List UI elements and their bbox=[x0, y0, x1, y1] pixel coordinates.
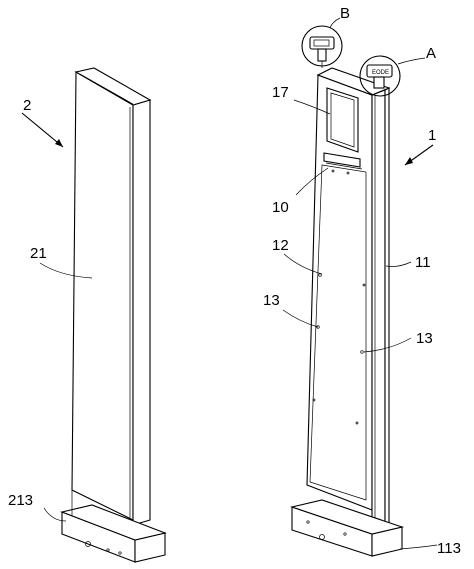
label-2: 2 bbox=[23, 97, 31, 114]
label-a: A bbox=[426, 45, 436, 62]
label-113: 113 bbox=[437, 540, 461, 557]
label-13-left: 13 bbox=[263, 292, 280, 309]
label-213: 213 bbox=[8, 492, 33, 509]
detail-a: EODE bbox=[359, 55, 401, 97]
label-17: 17 bbox=[272, 84, 289, 101]
label-13-right: 13 bbox=[416, 330, 433, 347]
leader-lines bbox=[21, 17, 438, 550]
svg-text:EODE: EODE bbox=[372, 70, 389, 76]
reference-labels: 2 21 213 B A 1 17 10 12 11 13 13 113 bbox=[8, 5, 461, 557]
label-21: 21 bbox=[30, 245, 47, 262]
label-12: 12 bbox=[272, 237, 289, 254]
label-10: 10 bbox=[272, 199, 289, 216]
label-11: 11 bbox=[415, 254, 431, 271]
left-panel bbox=[71, 67, 152, 526]
detail-b bbox=[301, 25, 343, 68]
label-1: 1 bbox=[428, 127, 436, 144]
right-base bbox=[289, 499, 405, 557]
right-gate bbox=[306, 67, 391, 536]
left-base bbox=[60, 490, 167, 563]
label-b: B bbox=[340, 5, 350, 22]
